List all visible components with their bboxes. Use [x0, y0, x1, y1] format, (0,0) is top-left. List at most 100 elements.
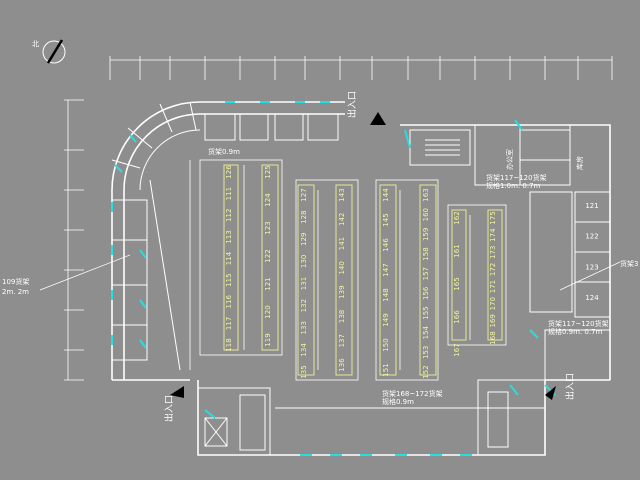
shelf-number-label: 115 [225, 273, 233, 286]
shelf-number-label: 170 [489, 297, 497, 310]
entrance-label-left: 出入口 [163, 395, 175, 422]
note-shelf-117-120-size: 规格1.0m. 0.7m [486, 181, 541, 190]
shelf-number-label: 144 [382, 188, 390, 202]
shelf-number-label: 163 [422, 188, 430, 201]
shelf-number-label: 155 [422, 306, 430, 319]
shelf-number-label: 160 [422, 208, 430, 221]
shelf-number-label: 157 [422, 267, 430, 280]
shelf-number-label: 156 [422, 286, 430, 300]
shelf-number-label: 153 [422, 346, 430, 359]
shelf-number-label: 124 [264, 193, 272, 207]
shelf-number-label: 123 [264, 221, 272, 234]
shelf-number-label: 152 [422, 365, 430, 378]
shelf-number-label: 137 [338, 334, 346, 347]
shelf-number-label: 145 [382, 213, 390, 226]
shelf-number-label: 119 [264, 333, 272, 346]
shelf-number-label: 162 [453, 211, 461, 224]
shelf-number-label: 169 [489, 314, 497, 327]
shelf-number-label: 134 [300, 343, 308, 357]
shelf-number-label: 151 [382, 363, 390, 376]
entrance-label-top: 出入口 [346, 91, 358, 118]
callout-leaders [39, 254, 621, 291]
shelf-number-label: 133 [300, 321, 308, 334]
shelf-number-label: 130 [300, 255, 308, 268]
shelf-number-label: 158 [422, 247, 430, 260]
shelf-number-label: 174 [489, 228, 497, 242]
arrow-icon [545, 386, 556, 400]
shelf-number-label: 159 [422, 228, 430, 241]
shelf-number-label: 111 [225, 187, 233, 200]
shelf-number-label: 125 [264, 165, 272, 178]
shelf-number-label: 118 [225, 338, 233, 351]
shelf-number-label: 143 [338, 188, 346, 201]
left-rooms [111, 179, 181, 371]
bottom-rooms [197, 379, 546, 456]
shelf-number-label: 123 [585, 263, 598, 271]
note-shelf-117-120-right-size: 规格0.9m. 0.7m [548, 327, 603, 336]
note-shelf-168-172-size: 规格0.9m [382, 397, 414, 406]
note-shelf-117-120: 货架117~120货架 [486, 173, 547, 182]
shelf-number-label: 128 [300, 210, 308, 223]
shelf-number-label: 142 [338, 213, 346, 226]
entrance-arrows [170, 112, 556, 400]
shelf-number-label: 138 [338, 310, 346, 323]
shelf-number-label: 173 [489, 246, 497, 259]
shelf-number-label: 140 [338, 261, 346, 274]
top-rooms [204, 113, 339, 141]
shelf-number-label: 121 [585, 202, 598, 210]
shelf-number-label: 131 [300, 277, 308, 290]
shelf-number-label: 122 [585, 233, 598, 241]
shelf-number-label: 154 [422, 325, 430, 339]
shelf-number-label: 146 [382, 238, 390, 252]
shelf-number-label: 113 [225, 230, 233, 243]
shelf-number-label: 168 [489, 331, 497, 344]
shelf-number-label: 149 [382, 313, 390, 326]
shelf-number-label: 116 [225, 295, 233, 309]
shelf-number-label: 166 [453, 310, 461, 324]
curved-rooms [111, 101, 201, 191]
shelf-number-label: 122 [264, 249, 272, 262]
shelf-number-label: 150 [382, 338, 390, 351]
shelf-number-label: 147 [382, 263, 390, 276]
shelf-number-label: 161 [453, 244, 461, 257]
shelf-number-label: 124 [585, 294, 599, 302]
arrow-icon [170, 386, 184, 398]
shelf-number-label: 120 [264, 305, 272, 318]
shelf-number-label: 175 [489, 211, 497, 224]
arrow-icon [370, 112, 386, 125]
shelf-number-label: 136 [338, 358, 346, 372]
north-arrow-icon: 北 [32, 39, 66, 64]
shelf-number-label: 121 [264, 277, 272, 290]
note-right-callout: 货架3 [620, 259, 638, 268]
doors [111, 101, 556, 456]
shelves [223, 164, 503, 376]
shelf-number-label: 167 [453, 343, 461, 356]
shelf-number-label: 139 [338, 285, 346, 298]
shelf-number-label: 141 [338, 237, 346, 250]
outer-walls [111, 101, 611, 456]
shelf-number-label: 172 [489, 263, 497, 276]
shelf-number-label: 114 [225, 251, 233, 265]
north-label: 北 [32, 40, 39, 48]
shelf-number-label: 132 [300, 299, 308, 312]
right-rooms [529, 191, 611, 381]
note-shelf-117-120-right: 货架117~120货架 [548, 319, 609, 328]
entrance-label-right: 出入口 [564, 373, 576, 400]
storage-label: 库房 [575, 156, 584, 170]
office-label: 办公室 [505, 149, 514, 170]
shelf-number-label: 126 [225, 165, 233, 179]
note-left-callout-2: 2m. 2m [2, 288, 29, 296]
stair-room [409, 124, 571, 186]
shelf-number-label: 117 [225, 317, 233, 330]
note-left-callout-1: 109货架 [2, 277, 29, 286]
shelf-number-label: 135 [300, 365, 308, 378]
shelf-labels: 1261111121131141151161171181251241231221… [225, 165, 599, 379]
aisle-lines [189, 159, 507, 381]
note-shelf-depth: 货架0.9m [208, 147, 240, 156]
note-shelf-168-172: 货架168~172货架 [382, 389, 443, 398]
shelf-number-label: 165 [453, 277, 461, 290]
shelf-number-label: 127 [300, 188, 308, 201]
dimension-lines [64, 56, 613, 381]
shelf-number-label: 129 [300, 233, 308, 246]
